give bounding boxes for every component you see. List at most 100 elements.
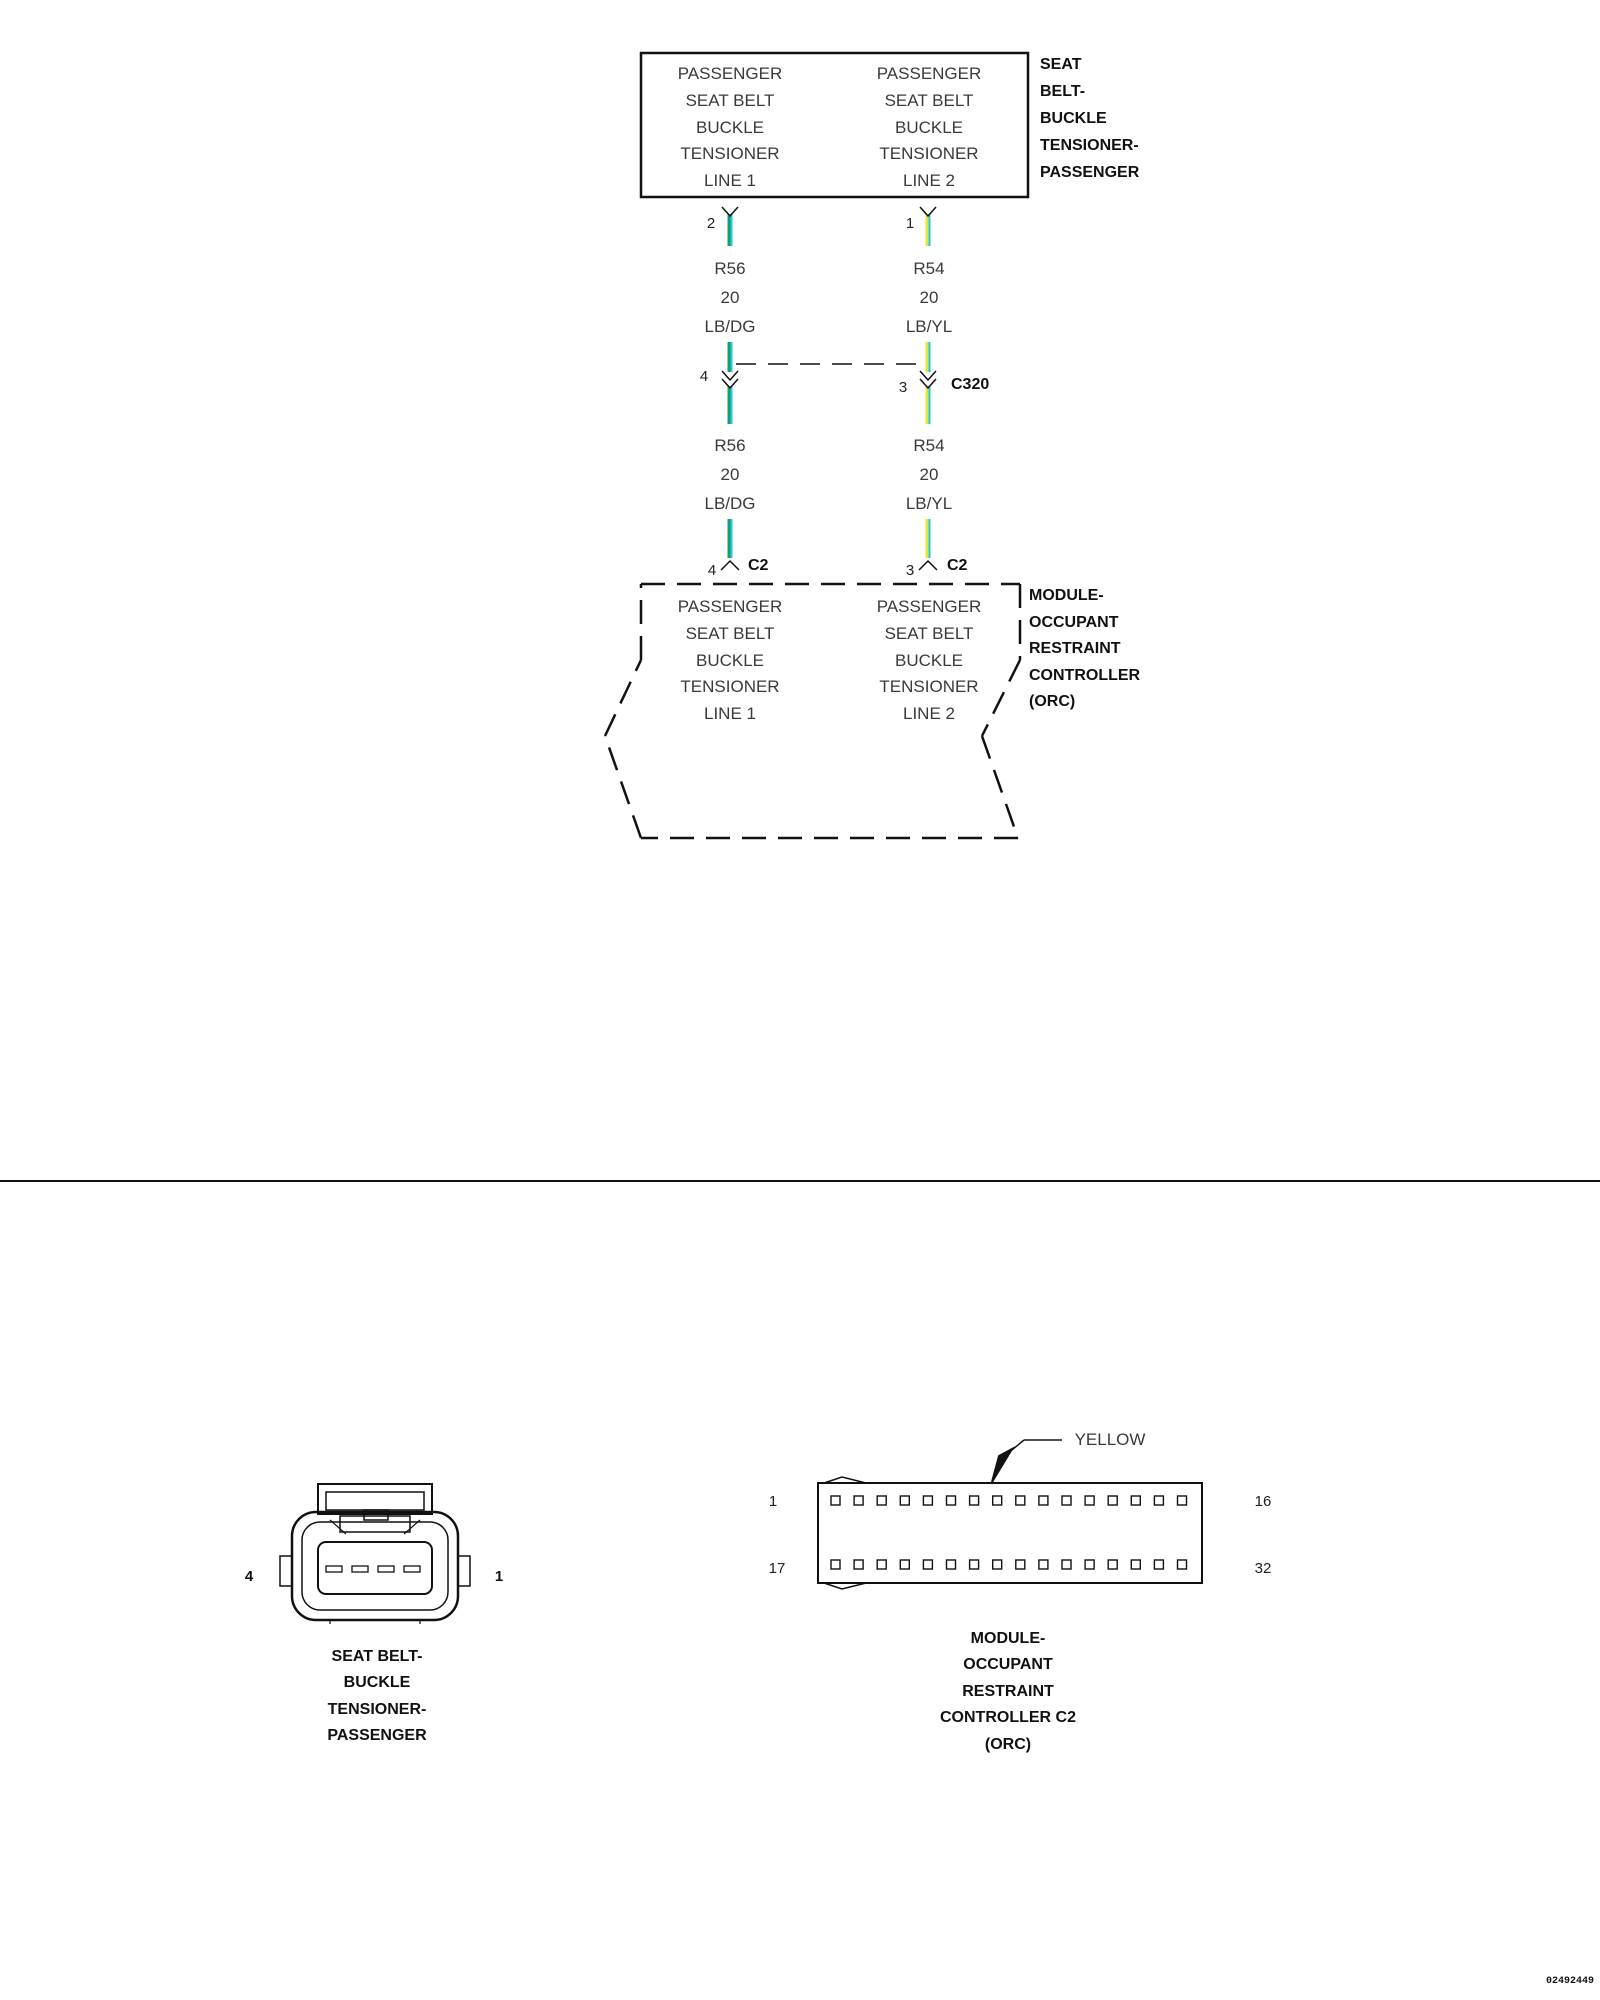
- text-line: PASSENGER: [877, 597, 982, 616]
- pin-number: 2: [707, 215, 715, 232]
- terminal-cavity: [899, 1495, 910, 1506]
- pin-number: 16: [1255, 1493, 1272, 1510]
- terminal-cavity: [1038, 1559, 1049, 1570]
- connector-lock-tab: [363, 1509, 389, 1521]
- wire-circuit: R54: [913, 259, 944, 278]
- pin-number: 1: [769, 1493, 777, 1510]
- pin-number: 1: [906, 215, 914, 232]
- label-line: RESTRAINT: [1029, 640, 1121, 657]
- terminal-cavity: [922, 1559, 934, 1570]
- terminal-cavity: [830, 1559, 841, 1570]
- terminal-cavity: [968, 1495, 980, 1506]
- terminal-cavity: [853, 1559, 864, 1570]
- terminal-cavity: [899, 1559, 910, 1570]
- connector-latch-inner: [325, 1491, 425, 1511]
- terminal-cavity: [1084, 1559, 1095, 1570]
- orc-pin-left-text: PASSENGER SEAT BELT BUCKLE TENSIONER LIN…: [678, 597, 783, 723]
- text-line: PASSENGER: [678, 64, 783, 83]
- terminal-cavity: [1061, 1559, 1072, 1570]
- wire-color: LB/DG: [704, 494, 755, 513]
- text-line: BUCKLE: [696, 118, 764, 137]
- caption-line: (ORC): [985, 1736, 1031, 1753]
- pin-connector-symbol: [918, 559, 938, 571]
- wire-gauge: 20: [721, 465, 740, 484]
- terminal-cavity: [1107, 1559, 1118, 1570]
- pin-number: 4: [708, 562, 716, 579]
- terminal-cavity: [876, 1559, 887, 1570]
- terminal-cavity: [351, 1565, 369, 1573]
- text-line: TENSIONER: [879, 144, 978, 163]
- text-line: LINE 2: [903, 171, 955, 190]
- wire-color: LB/DG: [704, 317, 755, 336]
- wire-gauge: 20: [721, 288, 740, 307]
- label-line: CONTROLLER: [1029, 667, 1141, 684]
- connector-latch: [317, 1483, 433, 1515]
- terminal-cavity: [377, 1565, 395, 1573]
- pin-connector-symbol: [721, 206, 739, 218]
- pin-connector-symbol: [721, 378, 739, 390]
- text-line: BUCKLE: [895, 118, 963, 137]
- orc-module: PASSENGER SEAT BELT BUCKLE TENSIONER LIN…: [603, 582, 1141, 840]
- orc-c2-pin-connectors: 4 C2 3 C2: [708, 557, 968, 579]
- terminal-cavity: [830, 1495, 841, 1506]
- drawing-number: 02492449: [1546, 1976, 1594, 1987]
- wire-gauge: 20: [920, 288, 939, 307]
- tensioner-box: [639, 51, 1030, 199]
- text-line: LINE 1: [704, 704, 756, 723]
- terminal-cavity: [1130, 1495, 1142, 1506]
- terminal-cavity: [945, 1495, 957, 1506]
- terminal-cavity: [1084, 1495, 1095, 1506]
- wire-color: LB/YL: [906, 494, 952, 513]
- text-line: SEAT BELT: [885, 624, 974, 643]
- color-callout: YELLOW: [1075, 1430, 1146, 1449]
- orc-c2-connector-view: YELLOW 1 16 17 32 MODULE- OCCUPANT RESTR…: [769, 1430, 1272, 1753]
- pin-connector-symbol: [721, 370, 739, 382]
- tensioner-connector-view: 4 1 SEAT BELT- BUCKLE TENSIONER- PASSENG…: [245, 1483, 503, 1744]
- connector-side-key: [457, 1555, 471, 1587]
- caption-line: PASSENGER: [327, 1727, 427, 1744]
- wire-circuit: R54: [913, 436, 944, 455]
- pin-connector-symbol: [919, 206, 937, 218]
- text-line: TENSIONER: [879, 677, 978, 696]
- connector-name: C320: [951, 376, 989, 393]
- orc-pin-right-text: PASSENGER SEAT BELT BUCKLE TENSIONER LIN…: [877, 597, 982, 723]
- inline-connector-c320: 4 3 C320: [700, 363, 989, 396]
- pin-number: 4: [245, 1568, 254, 1585]
- pin-number: 3: [906, 562, 914, 579]
- wire-r54: [925, 214, 931, 558]
- connector-body: [817, 1482, 1203, 1584]
- tensioner-component-label: SEAT BELT- BUCKLE TENSIONER- PASSENGER: [1040, 56, 1140, 181]
- text-line: SEAT BELT: [885, 91, 974, 110]
- text-line: PASSENGER: [678, 597, 783, 616]
- connector-body-inner: [301, 1521, 449, 1611]
- pin-connector-symbol: [720, 559, 740, 571]
- terminal-cavity: [1153, 1495, 1165, 1506]
- callout-arrow: [991, 1446, 1015, 1483]
- terminal-cavity: [992, 1559, 1003, 1570]
- connector-body: [290, 1510, 460, 1622]
- caption-line: CONTROLLER C2: [940, 1709, 1076, 1726]
- connector-name: C2: [947, 557, 968, 574]
- connector-lock-tab: [339, 1515, 411, 1533]
- wire-circuit: R56: [714, 436, 745, 455]
- terminal-cavity: [1153, 1559, 1165, 1570]
- terminal-cavity: [1061, 1495, 1072, 1506]
- wire-circuit: R56: [714, 259, 745, 278]
- label-line: PASSENGER: [1040, 164, 1140, 181]
- label-line: MODULE-: [1029, 587, 1104, 604]
- terminal-cavity: [1176, 1559, 1188, 1570]
- label-line: TENSIONER-: [1040, 137, 1139, 154]
- wire-r56: [727, 214, 733, 558]
- caption-line: OCCUPANT: [963, 1656, 1053, 1673]
- terminal-cavity: [992, 1495, 1003, 1506]
- connector-side-key: [279, 1555, 293, 1587]
- text-line: TENSIONER: [680, 144, 779, 163]
- pin-number: 32: [1255, 1560, 1272, 1577]
- terminal-cavity: [1015, 1559, 1026, 1570]
- caption-line: TENSIONER-: [328, 1701, 427, 1718]
- terminal-cavity: [1038, 1495, 1049, 1506]
- terminal-cavity-housing: [317, 1541, 433, 1595]
- tensioner-pin-connectors: 2 1: [707, 206, 937, 232]
- connector-detail-line: [329, 1519, 347, 1535]
